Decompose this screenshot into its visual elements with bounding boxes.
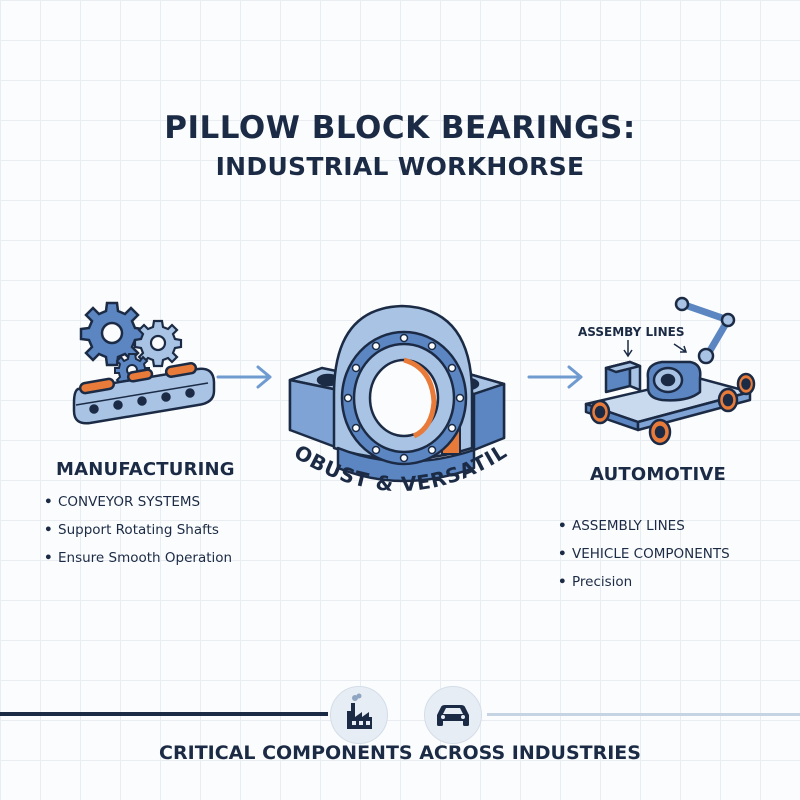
assembly-callout: ASSEMBY LINES (578, 325, 685, 339)
manufacturing-list: CONVEYOR SYSTEMS Support Rotating Shafts… (44, 488, 232, 572)
list-item: Ensure Smooth Operation (44, 544, 232, 572)
pillow-block-bearing-icon: ROBUST & VERSATILE (282, 298, 510, 496)
list-item: ASSEMBLY LINES (558, 512, 730, 540)
list-item: Precision (558, 568, 730, 596)
arrow-right-icon (216, 365, 272, 389)
arrow-right-icon (527, 365, 583, 389)
car-icon (437, 705, 469, 726)
automotive-list: ASSEMBLY LINES VEHICLE COMPONENTS Precis… (558, 512, 730, 596)
vehicle-assembly-icon: ASSEMBY LINES (578, 296, 756, 446)
list-item: Support Rotating Shafts (44, 516, 232, 544)
factory-icon (347, 693, 372, 729)
divider-left (0, 712, 328, 716)
footer-caption: CRITICAL COMPONENTS ACROSS INDUSTRIES (159, 742, 641, 764)
manufacturing-title: MANUFACTURING (56, 459, 235, 480)
list-item: CONVEYOR SYSTEMS (44, 488, 232, 516)
page-title: PILLOW BLOCK BEARINGS: (164, 110, 636, 146)
conveyor-gears-icon (72, 301, 216, 425)
divider-right (487, 713, 800, 716)
factory-badge (330, 686, 388, 744)
car-badge (424, 686, 482, 744)
automotive-title: AUTOMOTIVE (590, 464, 726, 485)
list-item: VEHICLE COMPONENTS (558, 540, 730, 568)
page-subtitle: INDUSTRIAL WORKHORSE (215, 152, 585, 181)
